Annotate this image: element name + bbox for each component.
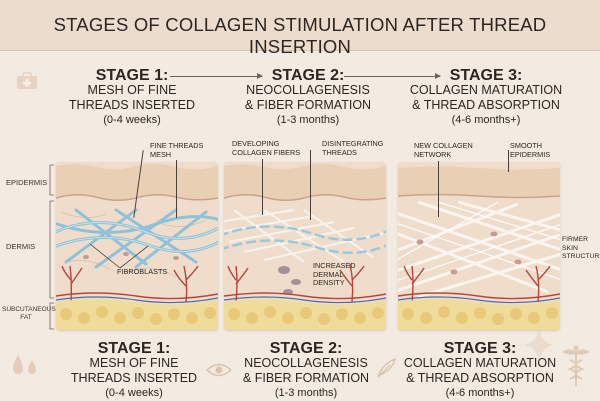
page-title: STAGES OF COLLAGEN STIMULATION AFTER THR… (53, 14, 547, 57)
stage-2-heading-bottom: STAGE 2: NEOCOLLAGENESIS & FIBER FORMATI… (242, 340, 370, 400)
leader-developing (262, 159, 263, 215)
stage-arrow-2 (344, 73, 441, 79)
layer-bracket (49, 164, 54, 330)
increased-dermal-density-label: INCREASED DERMAL DENSITY (313, 261, 356, 287)
feather-icon (377, 357, 397, 378)
dermis-label: DERMIS (6, 242, 36, 251)
first-aid-kit-icon (17, 72, 37, 89)
leader-new-collagen (438, 161, 439, 217)
stage-arrow-1 (170, 73, 263, 79)
fine-threads-mesh-label: FINE THREADS MESH (150, 141, 204, 159)
stage-3-heading-bottom: STAGE 3: COLLAGEN MATURATION & THREAD AB… (403, 340, 557, 400)
smooth-epidermis-label: SMOOTH EPIDERMIS (510, 141, 551, 159)
leader-fine-threads-2 (176, 160, 177, 218)
stage-2-skin-panel (224, 162, 386, 330)
new-collagen-network-label: NEW COLLAGEN NETWORK (414, 141, 473, 159)
disintegrating-threads-label: DISINTEGRATING THREADS (322, 139, 384, 157)
title-banner: STAGES OF COLLAGEN STIMULATION AFTER THR… (0, 0, 600, 57)
stage-3-skin-panel (398, 162, 560, 330)
epidermis-label: EPIDERMIS (6, 178, 48, 187)
stage-1-skin-panel (56, 162, 218, 330)
subcutaneous-fat-label: SUBCUTANEOUS FAT (2, 306, 56, 321)
firmer-skin-structure-label: FIRMER SKIN STRUCTURE (562, 236, 600, 260)
sparkle-icon (524, 328, 554, 362)
stage-2-heading-top: STAGE 2: NEOCOLLAGENESIS & FIBER FORMATI… (244, 67, 372, 127)
stage-3-heading-top: STAGE 3: COLLAGEN MATURATION & THREAD AB… (409, 67, 563, 127)
stage-1-heading-bottom: STAGE 1: MESH OF FINE THREADS INSERTED (… (70, 340, 198, 400)
leader-disintegrating (310, 150, 311, 220)
fibroblasts-arrows (89, 243, 149, 269)
skin-drop-icon (13, 355, 36, 374)
leader-smooth (508, 150, 509, 172)
fibroblasts-label: FIBROBLASTS (117, 267, 168, 276)
stage-1-heading-top: STAGE 1: MESH OF FINE THREADS INSERTED (… (68, 67, 196, 127)
developing-collagen-fibers-label: DEVELOPING COLLAGEN FIBERS (232, 139, 301, 157)
caduceus-icon (562, 345, 590, 386)
eye-icon (206, 363, 232, 377)
